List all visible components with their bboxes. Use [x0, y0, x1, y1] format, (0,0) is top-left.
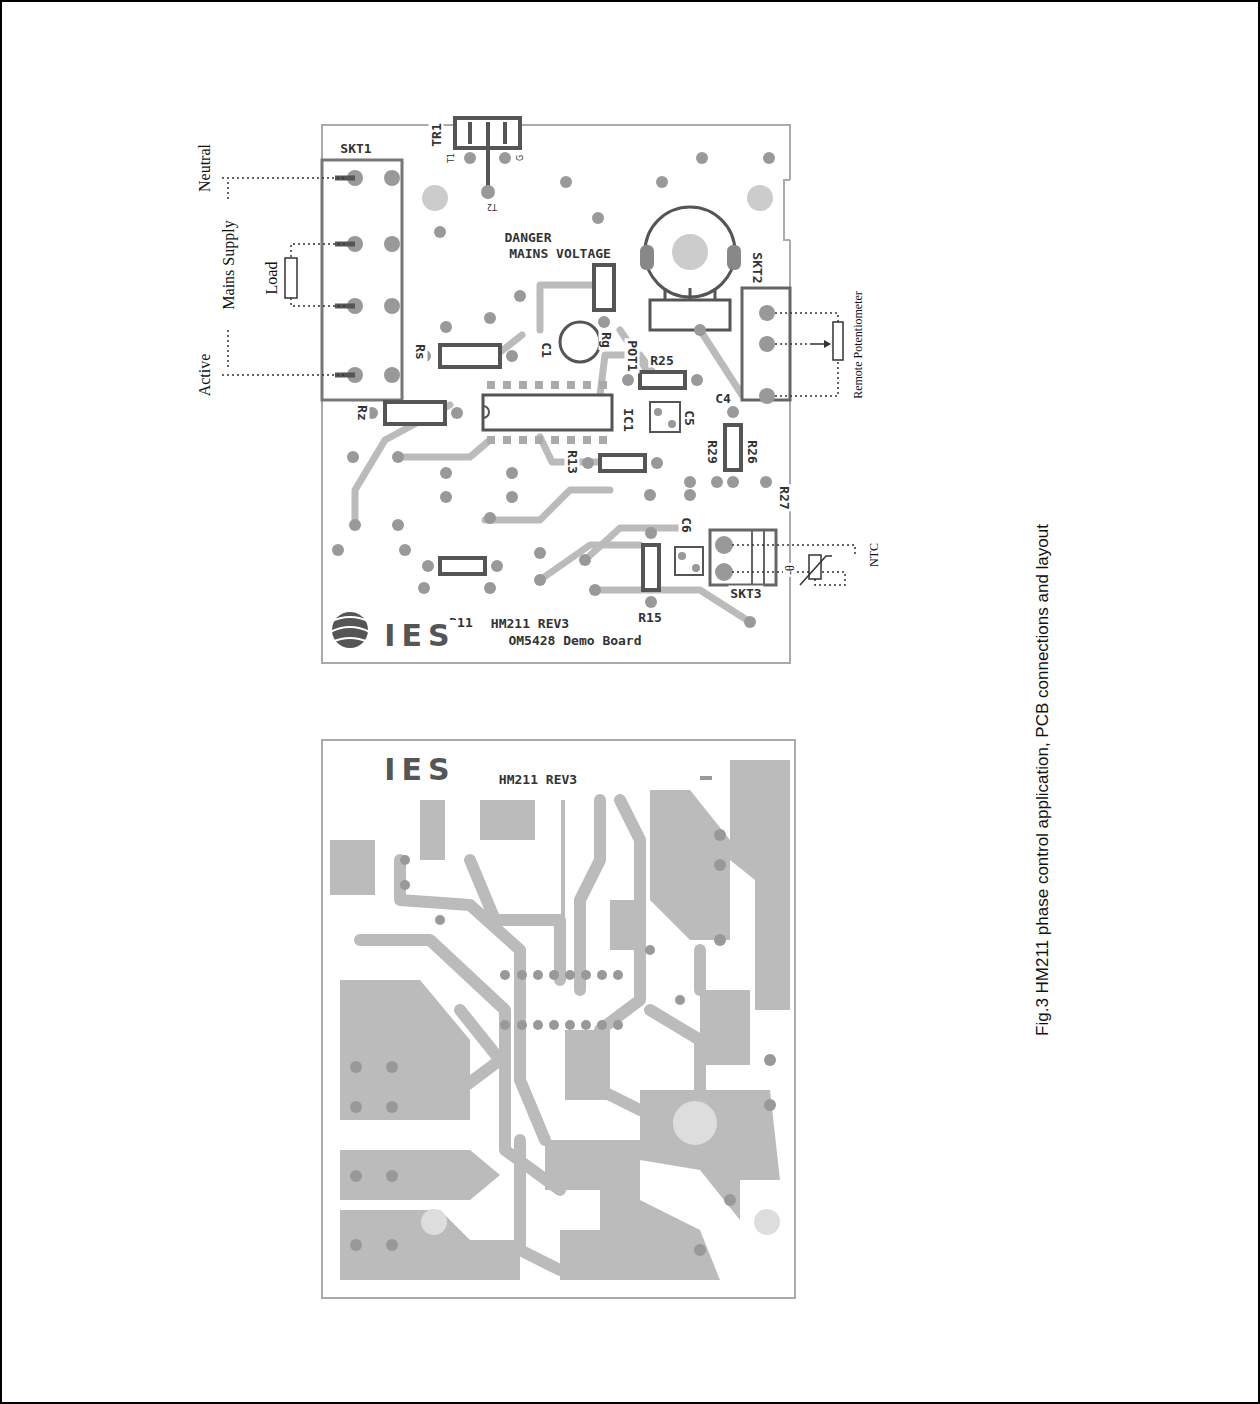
external-wiring: [222, 178, 855, 585]
part-name: Rz: [355, 403, 370, 423]
part-name: SKT3: [728, 586, 763, 601]
part-name: POT1: [625, 338, 640, 373]
pin-name: T1: [447, 151, 457, 165]
component-side-board: [318, 118, 794, 788]
part-name: IC1: [621, 406, 636, 433]
connection-label: Neutral: [196, 142, 214, 194]
part-name: C5: [682, 408, 697, 428]
part-name: SKT1: [338, 141, 373, 156]
connection-label: Active: [196, 352, 214, 399]
connection-label: Remote Potentiometer: [851, 289, 865, 401]
part-name: C4: [713, 391, 733, 406]
part-name: TR1: [429, 121, 444, 148]
part-name: Rg: [599, 330, 614, 350]
board-revision: HM211 REV3: [489, 616, 571, 631]
part-name: R29: [705, 438, 720, 465]
part-name: R13: [565, 448, 580, 475]
warning-text: DANGER: [503, 230, 554, 245]
board-revision: HM211 REV3: [497, 772, 579, 787]
symbol-label: -θ: [783, 563, 797, 577]
connection-label: Mains Supply: [220, 218, 238, 311]
connection-label: Load: [263, 260, 281, 297]
copper-side-board: [322, 740, 795, 1298]
ntc-thermistor-symbol: [800, 555, 832, 585]
part-name: R25: [648, 353, 675, 368]
pin-name: T2: [485, 201, 499, 211]
logo-text: IES: [382, 620, 457, 652]
part-name: R27: [777, 484, 792, 511]
load-resistor-symbol: [285, 258, 297, 298]
connection-label: NTC: [867, 541, 881, 569]
part-name: R26: [745, 438, 760, 465]
board-name: OM5428 Demo Board: [506, 633, 643, 648]
warning-text: MAINS VOLTAGE: [507, 246, 613, 261]
remote-potentiometer-symbol: [810, 322, 843, 360]
part-name: Rs: [413, 342, 428, 362]
part-name: SKT2: [750, 250, 765, 285]
part-name: C6: [679, 515, 694, 535]
part-name: C1: [539, 340, 554, 360]
figure-caption: Fig.3 HM211 phase control application, P…: [1033, 522, 1052, 1038]
pin-name: G: [516, 153, 526, 163]
logo-text: IES: [382, 754, 457, 786]
part-name: R15: [636, 610, 663, 625]
